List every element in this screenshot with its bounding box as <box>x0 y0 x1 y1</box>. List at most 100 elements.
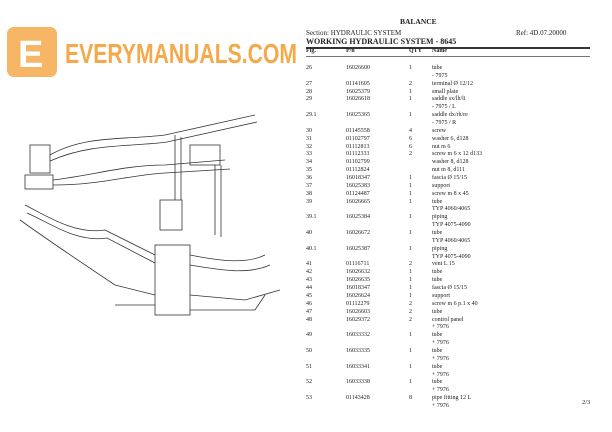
cell-fig: 42 <box>306 269 312 276</box>
header-divider <box>306 56 590 57</box>
reference-number: Ref: 4D.07.20000 <box>516 29 567 37</box>
cell-pn: 16018347 <box>346 175 370 182</box>
hydraulic-line <box>49 114 258 186</box>
header-rule <box>306 47 590 49</box>
cell-name: support <box>432 182 450 189</box>
cell-name: screw m 6 x 12 d133 <box>432 151 483 158</box>
cell-fig: 53 <box>306 395 312 402</box>
cell-qty: 2 <box>409 316 412 323</box>
cell-pn: 16025387 <box>346 245 370 252</box>
cell-qty: 1 <box>409 88 412 95</box>
cell-name-detail: + 7976 <box>432 371 449 378</box>
cell-fig: 41 <box>306 261 312 268</box>
cell-name: terminal Ø 12/12 <box>432 80 473 87</box>
cell-name-detail: TYP 4060/4065 <box>432 237 471 244</box>
cell-fig: 39.1 <box>306 214 317 221</box>
col-name: Name <box>432 48 447 54</box>
cell-qty: 1 <box>409 182 412 189</box>
cell-fig: 51 <box>306 363 312 370</box>
col-qty: QTY <box>409 48 423 54</box>
cell-name: piping <box>432 214 448 221</box>
cell-pn: 01124487 <box>346 190 370 197</box>
cell-name-detail: TYP 4075-4090 <box>432 222 471 229</box>
cell-pn: 16025384 <box>346 214 370 221</box>
cell-name: tube <box>432 230 443 237</box>
cell-fig: 36 <box>306 175 312 182</box>
cell-name: saddle sx/lh/li <box>432 96 466 103</box>
cell-qty: 1 <box>409 269 412 276</box>
cell-qty: 1 <box>409 214 412 221</box>
cell-pn: 01145558 <box>346 127 370 134</box>
page-subtitle: WORKING HYDRAULIC SYSTEM - 8645 <box>306 37 457 46</box>
hydraulic-diagram <box>19 114 281 316</box>
cell-name-detail: - 7975 / R <box>432 120 457 127</box>
cell-name: nut m 8, d111 <box>432 167 465 174</box>
cell-name-detail: TYP 4060/4065 <box>432 206 471 213</box>
hydraulic-line <box>189 254 281 301</box>
cell-name: tube <box>432 198 443 205</box>
cell-name: tube <box>432 363 443 370</box>
cell-pn: 01112279 <box>346 300 370 307</box>
cell-name: pipe fitting 12 L <box>432 395 472 402</box>
cell-name-detail: - 7975 / L <box>432 104 456 111</box>
cell-fig: 34 <box>306 159 312 166</box>
cell-fig: 32 <box>306 143 312 150</box>
cell-pn: 01116711 <box>346 261 370 268</box>
cell-name-detail: TYP 4075-4090 <box>432 253 471 260</box>
cell-fig: 47 <box>306 308 312 315</box>
cell-name: screw m 6 p.1 x 40 <box>432 300 478 307</box>
cell-pn: 16026632 <box>346 269 370 276</box>
cell-name: tube <box>432 332 443 339</box>
cell-qty: 1 <box>409 112 412 119</box>
cell-pn: 16026600 <box>346 65 370 71</box>
cell-qty: 1 <box>409 379 412 386</box>
cell-qty: 1 <box>409 190 412 197</box>
page-number: 2/3 <box>582 399 591 406</box>
cell-fig: 33 <box>306 151 312 158</box>
cell-fig: 29.1 <box>306 112 317 119</box>
cell-fig: 37 <box>306 182 312 189</box>
watermark: E EVERYMANUALS.COM <box>7 27 297 77</box>
cell-pn: 16026618 <box>346 96 370 103</box>
cell-name-detail: - 7975 <box>432 72 448 79</box>
section-label: Section: HYDRAULIC SYSTEM <box>306 29 402 37</box>
bracket <box>159 199 183 231</box>
cell-name-detail: + 7976 <box>432 387 449 394</box>
cell-qty: 2 <box>409 151 412 158</box>
cell-pn: 16026672 <box>346 230 370 237</box>
cell-pn: 01141605 <box>346 80 370 87</box>
cell-name-detail: + 7976 <box>432 355 449 362</box>
cell-qty: 2 <box>409 308 412 315</box>
cell-fig: 46 <box>306 300 312 307</box>
cell-fig: 38 <box>306 190 312 197</box>
cell-name: fascia Ø 15/15 <box>432 175 467 182</box>
cell-pn: 01102797 <box>346 135 370 142</box>
cell-qty: 1 <box>409 96 412 103</box>
table-row: 46 01112279 2 screw m 6 p.1 x 40 <box>306 301 590 309</box>
cell-qty: 1 <box>409 285 412 292</box>
cell-name: washer 8, d128 <box>432 159 469 166</box>
cell-qty: 2 <box>409 300 412 307</box>
watermark-logo-letter: E <box>18 34 43 76</box>
cell-fig: 52 <box>306 379 312 386</box>
watermark-logo <box>7 27 57 77</box>
cell-pn: 16033332 <box>346 332 370 339</box>
cell-qty: 1 <box>409 65 412 71</box>
cell-fig: 39 <box>306 198 312 205</box>
